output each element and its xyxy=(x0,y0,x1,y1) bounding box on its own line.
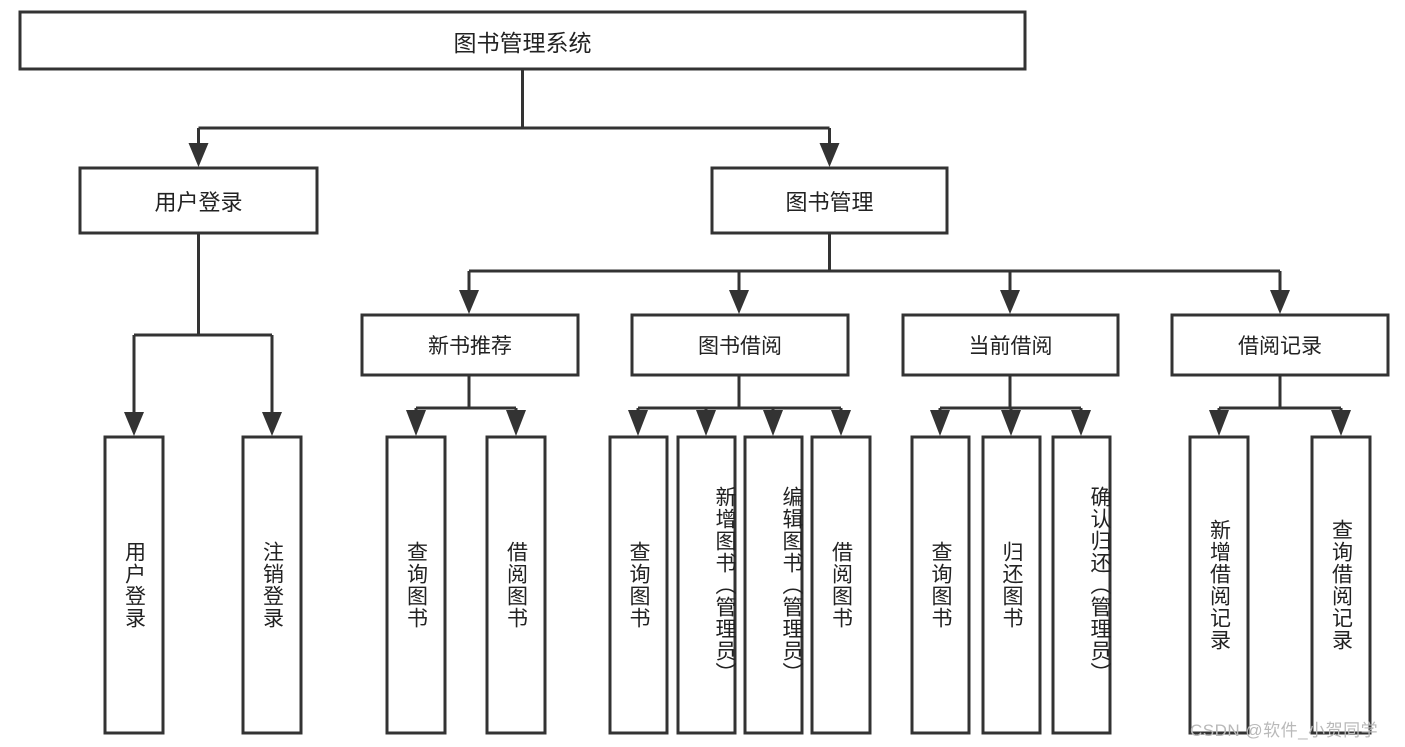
node-box-root[interactable] xyxy=(18,10,1027,71)
node-box-leaf-query-book-1[interactable] xyxy=(385,435,447,735)
node-box-leaf-return-book[interactable] xyxy=(981,435,1042,735)
node-box-book-manage[interactable] xyxy=(710,166,949,235)
arrowhead-current-borrow xyxy=(1000,290,1020,314)
node-box-new-book-rec[interactable] xyxy=(360,313,580,377)
arrowhead-leaf-add-record xyxy=(1209,410,1229,436)
arrowhead-leaf-user-logout xyxy=(262,412,282,436)
node-box-leaf-confirm-return[interactable] xyxy=(1051,435,1112,735)
connector-group-new-book-rec xyxy=(406,375,526,436)
node-box-current-borrow[interactable] xyxy=(901,313,1120,377)
arrowhead-book-manage xyxy=(819,143,840,167)
arrowhead-new-book-rec xyxy=(459,290,479,314)
node-box-leaf-edit-book[interactable] xyxy=(743,435,804,735)
arrowhead-leaf-borrow-book-2 xyxy=(831,410,851,436)
connector-group-user-login xyxy=(124,233,282,436)
node-box-borrow-record[interactable] xyxy=(1170,313,1390,377)
node-box-leaf-borrow-book-2[interactable] xyxy=(810,435,872,735)
arrowhead-leaf-edit-book xyxy=(763,410,783,436)
connector-group-root xyxy=(188,69,840,167)
node-box-leaf-query-book-2[interactable] xyxy=(608,435,669,735)
connector-group-borrow-record xyxy=(1209,375,1351,436)
arrowhead-leaf-confirm-return xyxy=(1071,410,1091,436)
node-box-leaf-user-login[interactable] xyxy=(103,435,165,735)
connector-group-current-borrow xyxy=(930,375,1091,436)
node-box-leaf-query-book-3[interactable] xyxy=(910,435,971,735)
node-box-leaf-add-book[interactable] xyxy=(676,435,737,735)
connector-group-book-borrow xyxy=(628,375,851,436)
arrowhead-leaf-query-book-1 xyxy=(406,410,426,436)
node-box-book-borrow[interactable] xyxy=(630,313,850,377)
arrowhead-leaf-add-book xyxy=(696,410,716,436)
arrowhead-book-borrow xyxy=(729,290,749,314)
arrowhead-leaf-return-book xyxy=(1001,410,1021,436)
node-box-user-login[interactable] xyxy=(78,166,319,235)
arrowhead-leaf-user-login xyxy=(124,412,144,436)
node-box-leaf-user-logout[interactable] xyxy=(241,435,303,735)
arrowhead-borrow-record xyxy=(1270,290,1290,314)
node-box-leaf-borrow-book-1[interactable] xyxy=(485,435,547,735)
csdn-watermark: CSDN @软件_小贺同学 xyxy=(1190,721,1379,740)
arrowhead-leaf-borrow-book-1 xyxy=(506,410,526,436)
connector-group-book-manage xyxy=(459,233,1290,314)
node-box-leaf-query-record[interactable] xyxy=(1310,435,1372,735)
arrowhead-leaf-query-book-2 xyxy=(628,410,648,436)
arrowhead-leaf-query-book-3 xyxy=(930,410,950,436)
arrowhead-user-login xyxy=(188,143,209,167)
node-box-leaf-add-record[interactable] xyxy=(1188,435,1250,735)
arrowhead-leaf-query-record xyxy=(1331,410,1351,436)
